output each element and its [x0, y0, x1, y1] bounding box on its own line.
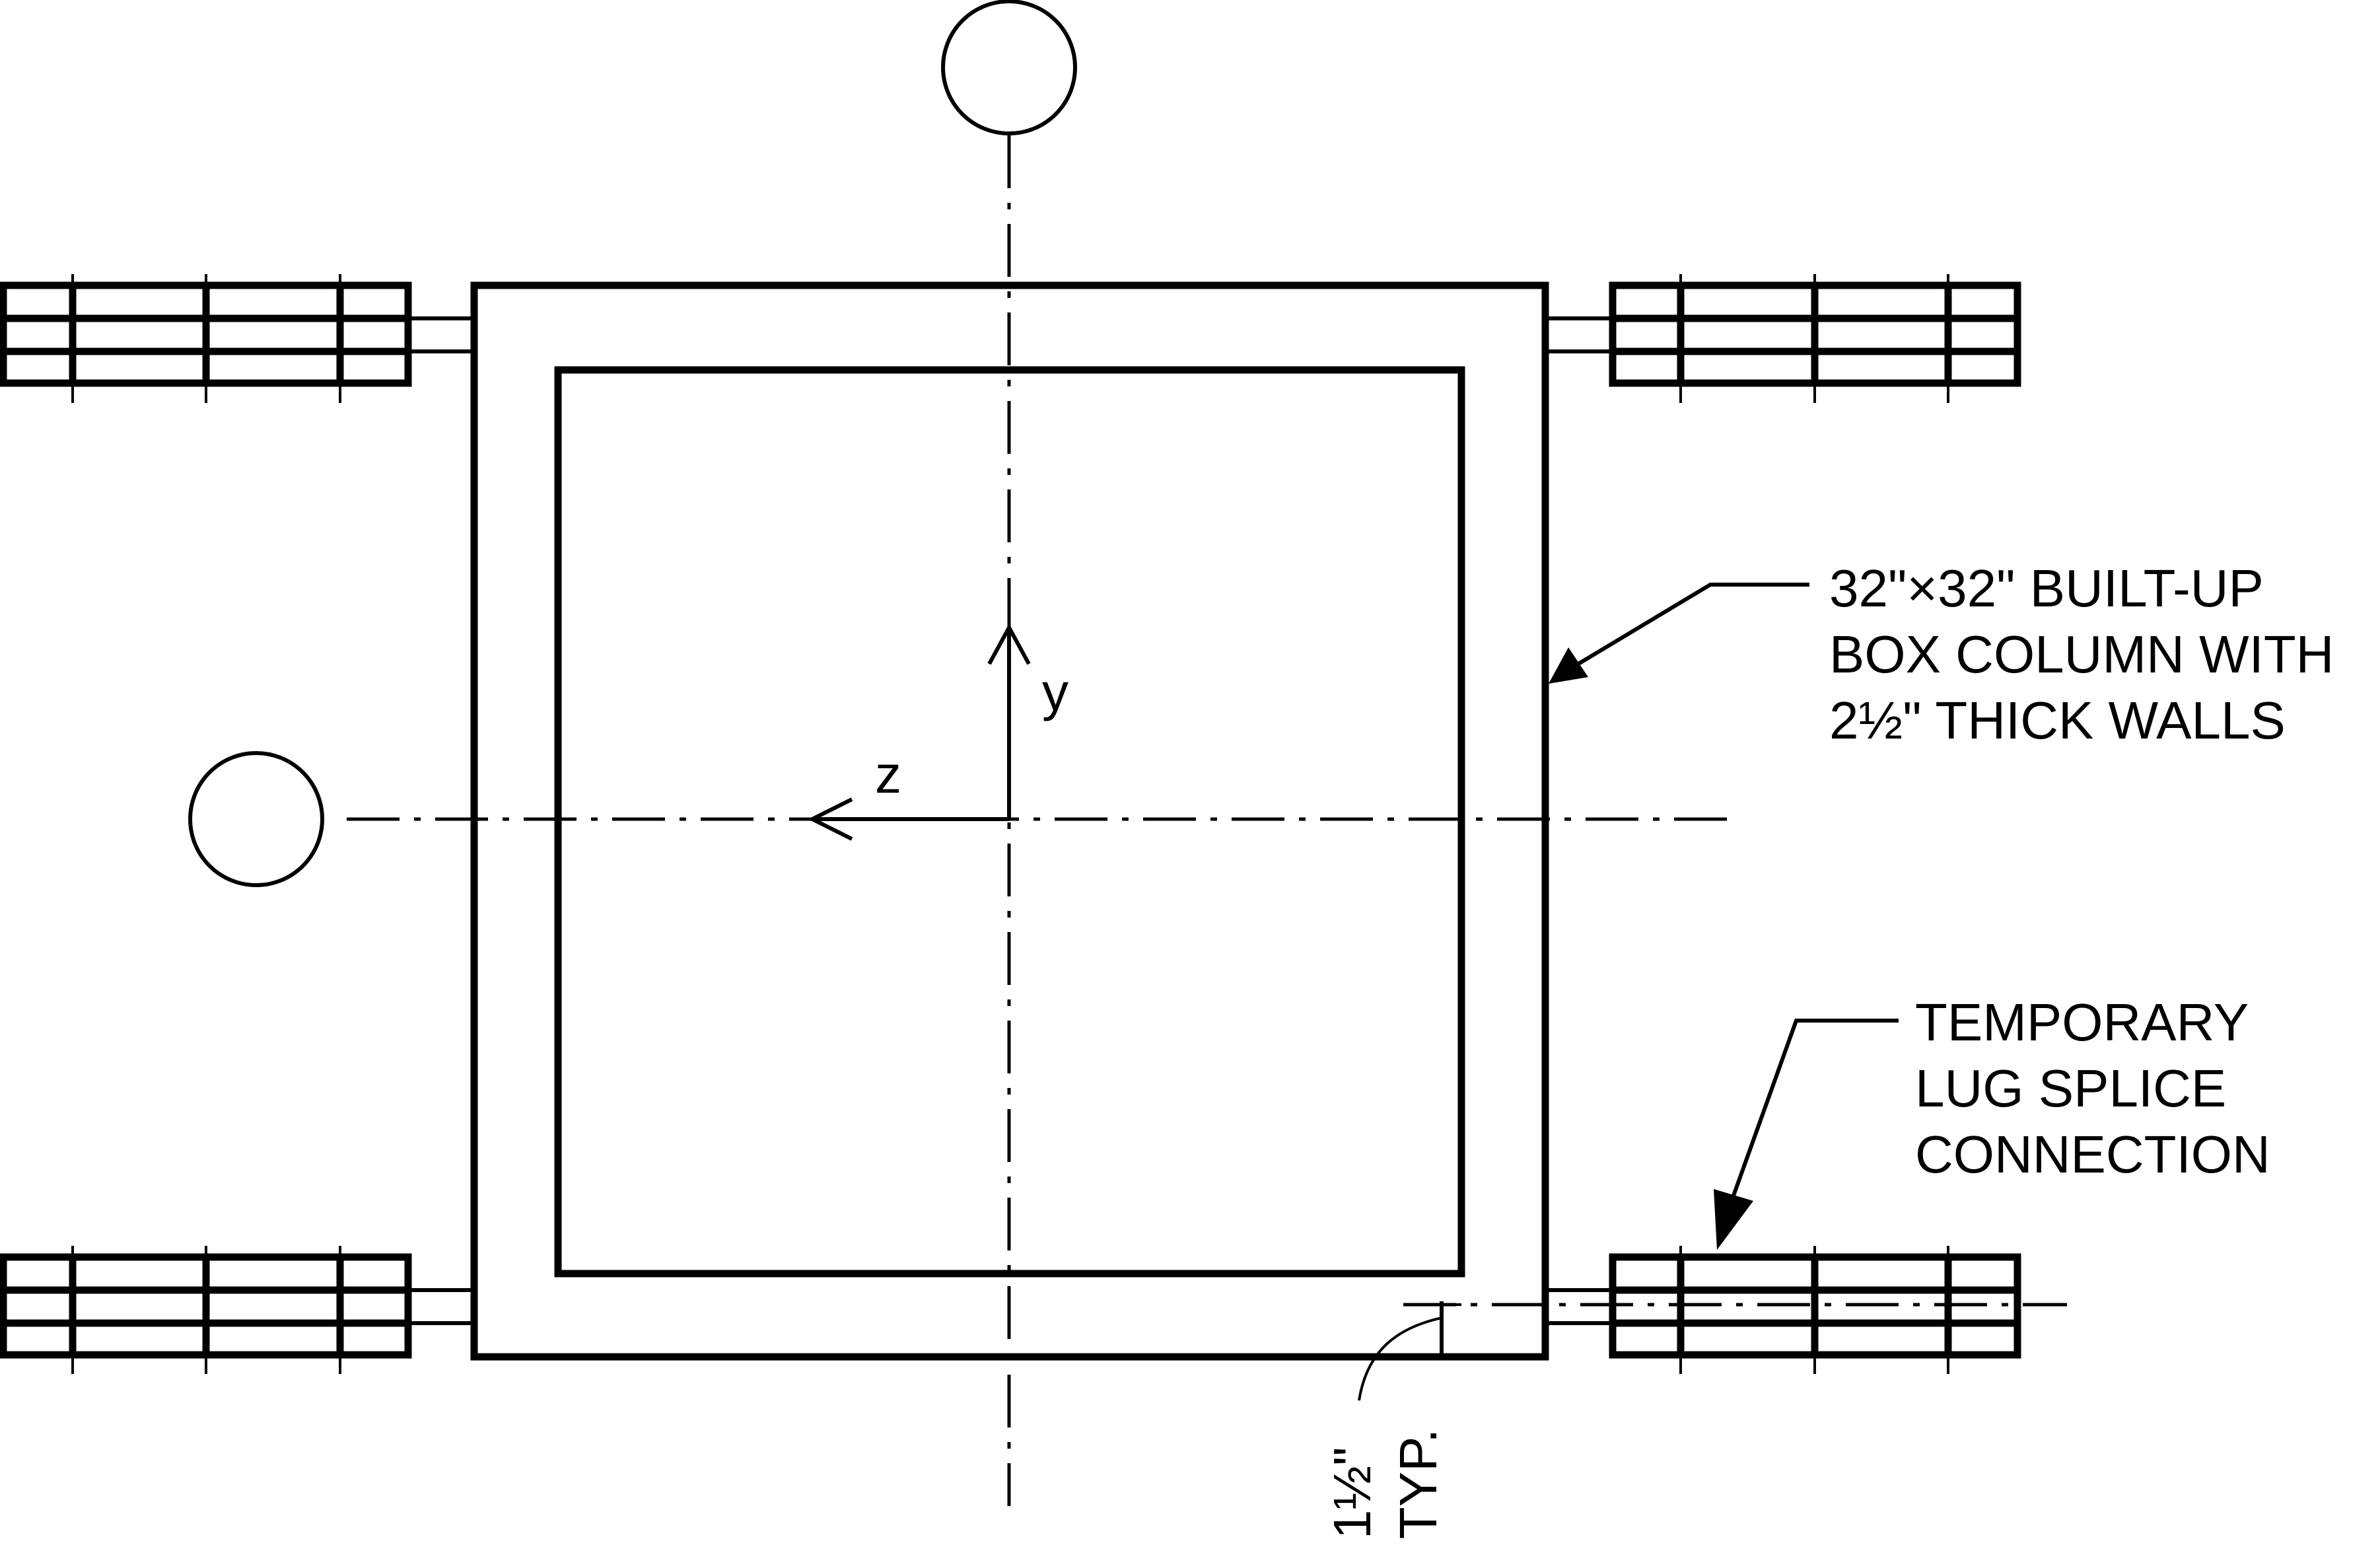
grid-bubble-left	[188, 751, 324, 887]
splice-leader	[1714, 1019, 1899, 1250]
box-column-outer-wall	[470, 281, 1549, 1361]
wall-dimension-text: 1½" TYP.	[1323, 1429, 1448, 1540]
grid-bubble-top	[941, 0, 1077, 135]
local-y-axis-arrow	[987, 623, 1031, 819]
column-callout-line-3: 2½" THICK WALLS	[1829, 691, 2286, 750]
y-axis-label: y	[1042, 663, 1068, 721]
column-callout-line-1: 32"×32" BUILT-UP	[1829, 559, 2262, 618]
wall-dimension-value: 1½"	[1323, 1447, 1382, 1539]
wall-dimension-note: TYP.	[1389, 1429, 1448, 1540]
box-column-inner-wall	[554, 366, 1465, 1278]
local-z-axis-arrow	[808, 797, 1009, 841]
lug-splice-bottom-left	[0, 1246, 474, 1374]
lug-splice-bottom-right	[1545, 1246, 2021, 1374]
splice-callout-line-1: TEMPORARY	[1915, 993, 2248, 1052]
column-callout-line-2: BOX COLUMN WITH	[1829, 625, 2334, 684]
lug-splice-top-left	[0, 274, 474, 403]
column-leader	[1549, 583, 1809, 684]
z-axis-label: z	[875, 745, 901, 804]
splice-callout-line-3: CONNECTION	[1915, 1125, 2270, 1184]
splice-callout: TEMPORARY LUG SPLICE CONNECTION	[1915, 993, 2270, 1184]
column-callout: 32"×32" BUILT-UP BOX COLUMN WITH 2½" THI…	[1829, 559, 2349, 750]
wall-dimension-mark	[1358, 1301, 1461, 1401]
splice-callout-line-2: LUG SPLICE	[1915, 1059, 2226, 1118]
lug-splice-top-right	[1545, 274, 2021, 403]
